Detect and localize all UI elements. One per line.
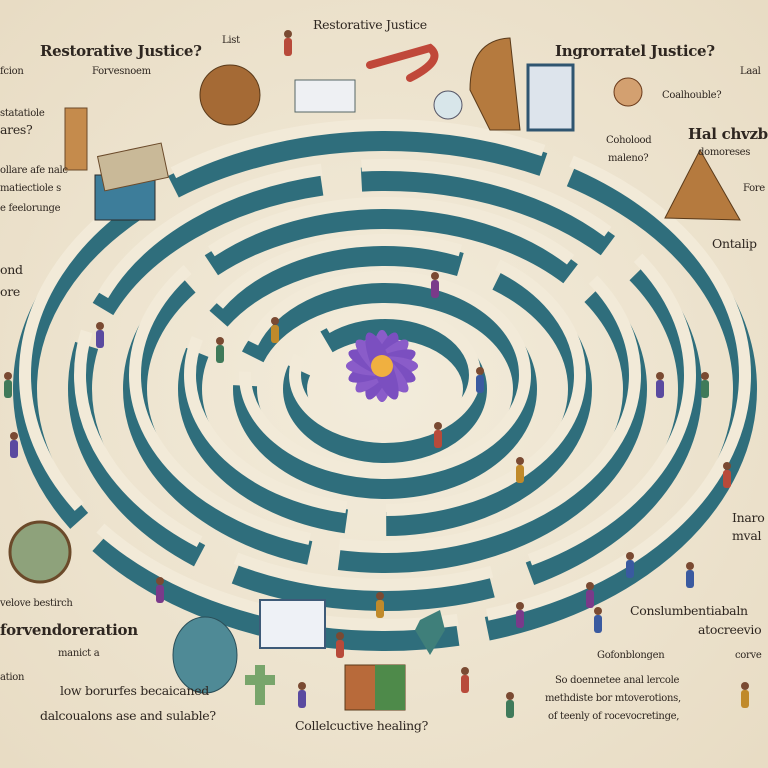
shell-icon bbox=[469, 37, 521, 131]
maze-wall-top bbox=[129, 197, 641, 553]
decorative-objects bbox=[8, 37, 741, 711]
label-restorative-justice-question: Restorative Justice? bbox=[40, 42, 202, 60]
jar-icon bbox=[433, 90, 463, 120]
flower-center bbox=[371, 355, 393, 377]
label-so-doennetee: So doennetee anal lercole bbox=[555, 675, 680, 686]
maze-wall-top bbox=[184, 234, 586, 516]
label-ond: ond bbox=[0, 262, 23, 277]
person-figure bbox=[506, 692, 514, 718]
notice-board-icon bbox=[526, 63, 575, 132]
label-mval: mval bbox=[732, 528, 762, 543]
label-ingrorratel-justice: Ingrorratel Justice? bbox=[555, 42, 715, 60]
person-figure bbox=[461, 667, 469, 693]
label-manict: manict a bbox=[58, 648, 100, 659]
document-icon bbox=[294, 79, 356, 113]
label-conslumbentiabaln: Conslumbentiabaln bbox=[630, 603, 748, 618]
label-fcion: fcion bbox=[0, 66, 24, 77]
person-figure bbox=[656, 372, 664, 398]
person-figure bbox=[431, 272, 439, 298]
person-figure bbox=[594, 607, 602, 633]
label-low-borurfes: low borurfes becaicaned bbox=[60, 683, 209, 698]
puzzle-half-icon bbox=[375, 665, 405, 710]
person-figure bbox=[96, 322, 104, 348]
center-flower bbox=[346, 330, 418, 402]
maze-wall-top bbox=[239, 271, 531, 479]
person-figure bbox=[476, 367, 484, 393]
label-domoreses: domoreses bbox=[698, 147, 751, 158]
label-feelorunge: e feelorunge bbox=[0, 203, 61, 214]
maze-wall-top bbox=[74, 159, 696, 591]
person-figure bbox=[723, 462, 731, 488]
person-figure bbox=[686, 562, 694, 588]
label-methdiste: methdiste bor mtoverotions, bbox=[545, 693, 681, 704]
label-forvendoreration: forvendoreration bbox=[0, 621, 138, 639]
label-ore: ore bbox=[0, 284, 20, 299]
people-figures bbox=[4, 30, 749, 718]
maze bbox=[13, 119, 757, 651]
totem-icon bbox=[415, 610, 445, 655]
person-figure bbox=[284, 30, 292, 56]
person-figure bbox=[701, 372, 709, 398]
label-laal: Laal bbox=[740, 66, 761, 77]
person-figure bbox=[376, 592, 384, 618]
person-figure bbox=[4, 372, 12, 398]
map-icon bbox=[96, 142, 169, 192]
maze-wall-top bbox=[19, 119, 751, 631]
person-figure bbox=[156, 577, 164, 603]
spiral-stone-icon bbox=[8, 520, 72, 584]
label-ation: ation bbox=[0, 672, 25, 683]
person-figure bbox=[216, 337, 224, 363]
person-figure bbox=[10, 432, 18, 458]
label-ares: ares? bbox=[0, 122, 33, 137]
person-figure bbox=[336, 632, 344, 658]
person-figure bbox=[271, 317, 279, 343]
label-hal-chvzbla: Hal chvzbla bbox=[688, 125, 768, 143]
picture-frame-icon bbox=[64, 107, 88, 171]
head-sculpture-icon bbox=[172, 616, 238, 694]
cross-figure-icon bbox=[245, 665, 275, 705]
person-figure bbox=[516, 457, 524, 483]
label-maleno: maleno? bbox=[608, 153, 649, 164]
label-forvesnoem: Forvesnoem bbox=[92, 66, 151, 77]
label-corve: corve bbox=[735, 650, 762, 661]
label-ollare: ollare afe nalc bbox=[0, 165, 68, 176]
label-coalhouble: Coalhouble? bbox=[662, 90, 722, 101]
label-coholood: Coholood bbox=[606, 135, 652, 146]
label-velove-bestirch: velove bestirch bbox=[0, 598, 73, 609]
label-fore: Fore bbox=[743, 183, 765, 194]
shield-icon bbox=[613, 77, 643, 107]
person-figure bbox=[298, 682, 306, 708]
person-figure bbox=[516, 602, 524, 628]
label-dalcoualons: dalcoualons ase and sulable? bbox=[40, 708, 216, 723]
easel-icon bbox=[664, 148, 741, 221]
label-inaro: Inaro bbox=[732, 510, 765, 525]
label-statatiole: statatiole bbox=[0, 108, 45, 119]
person-figure bbox=[586, 582, 594, 608]
label-gofonblongen: Gofonblongen bbox=[597, 650, 665, 661]
label-restorative-justice-top: Restorative Justice bbox=[313, 17, 427, 32]
maze-wall-top bbox=[289, 307, 481, 443]
label-atocreevio: atocreevio bbox=[698, 622, 762, 637]
hook-icon bbox=[366, 43, 439, 82]
person-figure bbox=[434, 422, 442, 448]
person-figure bbox=[626, 552, 634, 578]
label-ontalip: Ontalip bbox=[712, 236, 757, 251]
label-collective-healing: Collelcuctive healing? bbox=[295, 718, 429, 733]
person-figure bbox=[741, 682, 749, 708]
spiral-wood-icon bbox=[199, 64, 261, 126]
label-matiectiole: matiectiole s bbox=[0, 183, 61, 194]
label-list: List bbox=[222, 35, 240, 46]
calendar-icon bbox=[259, 599, 326, 649]
label-of-teenly: of teenly of rocevocretinge, bbox=[548, 711, 680, 722]
